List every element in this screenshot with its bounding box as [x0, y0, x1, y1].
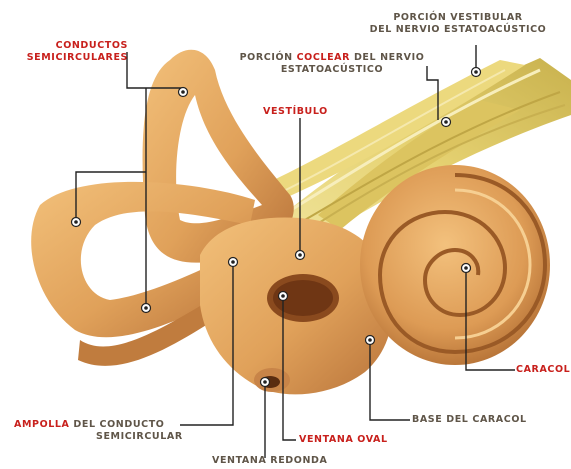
label-caracol: CARACOL [516, 364, 570, 376]
label-ventana-redonda: VENTANA REDONDA [212, 455, 327, 467]
label-conductos-semicirculares: CONDUCTOS SEMICIRCULARES [20, 40, 128, 64]
cochlea [360, 165, 550, 365]
label-coclear-post: DEL NERVIO [350, 52, 424, 63]
label-ampolla: AMPOLLA DEL CONDUCTO SEMICIRCULAR [14, 419, 194, 443]
label-coclear-pre: PORCIÓN [240, 52, 297, 63]
label-ampolla-line2: SEMICIRCULAR [14, 431, 194, 443]
label-coclear-line2: ESTATOACÚSTICO [222, 64, 442, 76]
label-vestibular-line2: DEL NERVIO ESTATOACÚSTICO [340, 24, 571, 36]
label-coclear-highlight: COCLEAR [297, 52, 350, 63]
label-porcion-coclear: PORCIÓN COCLEAR DEL NERVIO ESTATOACÚSTIC… [222, 52, 442, 76]
label-vestibular-line1: PORCIÓN VESTIBULAR [340, 12, 571, 24]
label-ventana-oval: VENTANA OVAL [299, 434, 388, 446]
label-porcion-vestibular: PORCIÓN VESTIBULAR DEL NERVIO ESTATOACÚS… [340, 12, 571, 36]
label-conductos-line1: CONDUCTOS [20, 40, 128, 52]
label-ampolla-highlight: AMPOLLA [14, 419, 70, 430]
label-ampolla-rest: DEL CONDUCTO [70, 419, 165, 430]
label-base-caracol: BASE DEL CARACOL [412, 414, 527, 426]
label-vestibulo: VESTÍBULO [263, 106, 328, 118]
label-conductos-line2: SEMICIRCULARES [20, 52, 128, 64]
